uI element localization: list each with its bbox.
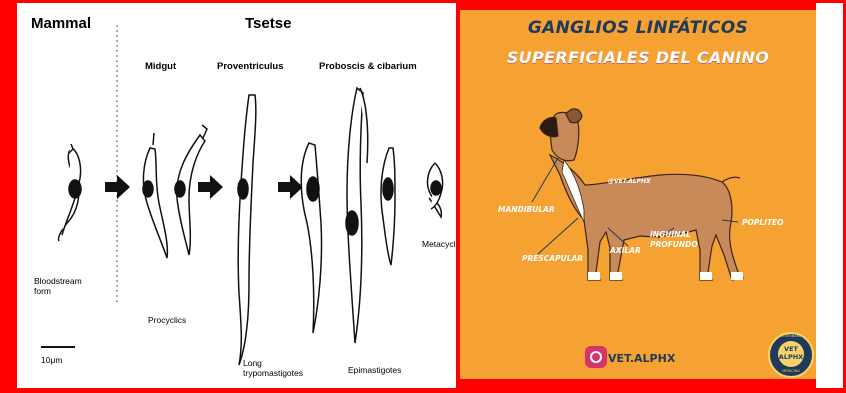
long-trypomastigote-cell [238,95,256,365]
tsetse-heading: Tsetse [245,15,291,32]
arrow-1 [105,175,130,199]
node-inguinal-profundo: INGUINAL PROFUNDO [650,230,698,250]
long-trypomastigotes-label: Long trypomastigotes [243,358,303,378]
node-popliteo: POPLITEO [742,218,784,227]
dog-paws [588,272,743,280]
arrow-3 [278,175,303,199]
badge-line2: ALPHX [778,353,804,361]
scale-label: 10μm [41,355,62,365]
midgut-label: Midgut [145,61,176,72]
dog-illustration [460,10,816,379]
proventriculus-label: Proventriculus [217,61,284,72]
badge-line1: VET [778,345,804,353]
vet-alphx-badge: VET ALPHX VETERINARIA MEDICINA [768,332,814,378]
dog-watermark: @VET.ALPHX [608,178,651,185]
proboscis-cibarium-label: Proboscis & cibarium [319,61,417,72]
node-prescapular: PRESCAPULAR [522,254,583,263]
procyclics-label: Procyclics [148,315,186,325]
life-cycle-figure: Mammal Tsetse Midgut Proventriculus Prob… [17,3,456,388]
node-axilar: AXILAR [610,246,641,255]
badge-top-text: VETERINARIA [770,334,812,338]
epimastigotes-label: Epimastigotes [348,365,401,375]
badge-bottom-text: MEDICINA [770,369,812,373]
lymph-nodes-poster: GANGLIOS LINFÁTICOS SUPERFICIALES DEL CA… [460,10,816,379]
mammal-heading: Mammal [31,15,91,32]
node-mandibular: MANDIBULAR [498,205,555,214]
arrow-2 [198,175,223,199]
procyclic-cells [143,125,207,258]
right-white-strip [816,3,843,388]
bloodstream-form-label: Bloodstream form [34,276,82,296]
metacyclic-cell [428,163,443,217]
epimastigote-cells [301,88,395,343]
instagram-handle: VET.ALPHX [608,352,675,365]
metacyclic-label: Metacyclic [422,239,456,249]
instagram-icon [585,346,607,368]
bloodstream-form-cell [58,144,81,241]
